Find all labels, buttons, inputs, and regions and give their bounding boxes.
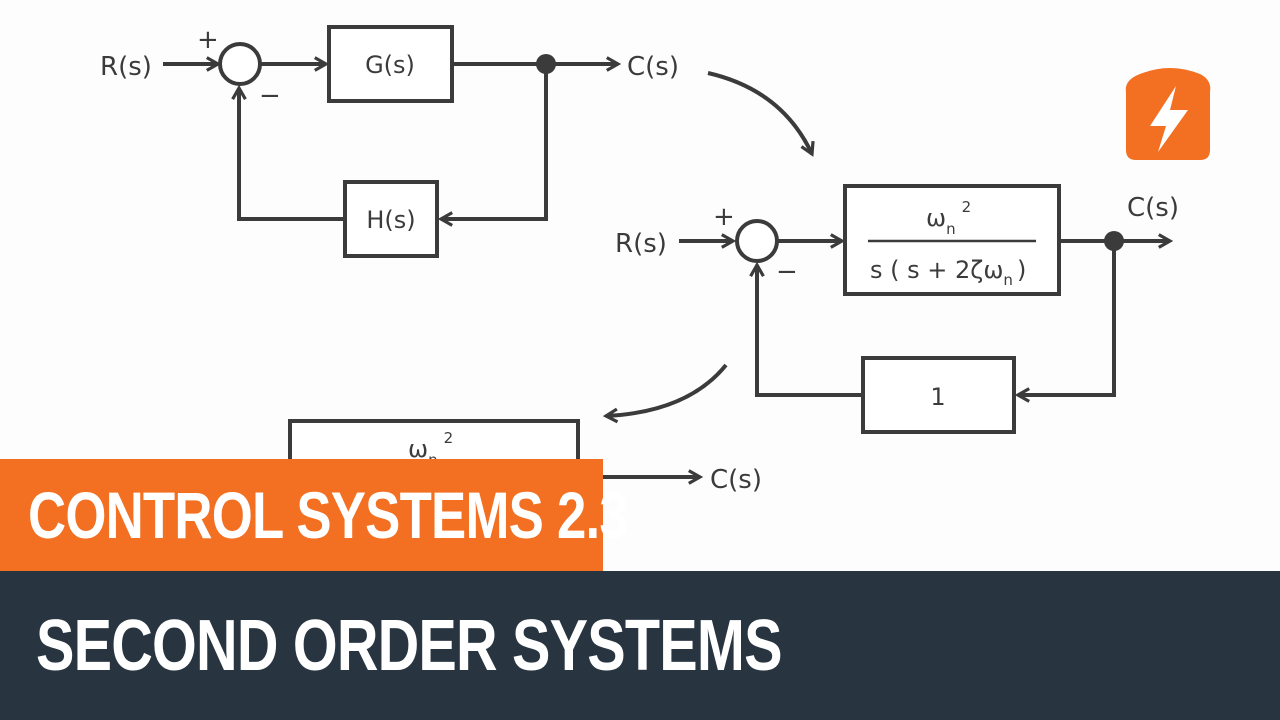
d1-minus-sign: − [259,81,281,111]
d2-feedback-wire-in [1014,241,1116,403]
d2-summing-junction [735,219,779,263]
d1-feedback-label: H(s) [366,206,415,234]
d2-minus-sign: − [776,257,798,287]
diagram-general-feedback: R(s) + − G(s) C(s) H(s) [100,25,679,258]
d2-denominator: s ( s + 2ζωn) [870,256,1026,289]
d2-output-label: C(s) [1127,193,1179,223]
d2-numerator: ωn2 [926,198,971,238]
d2-feedback-wire-out [749,261,863,397]
curved-arrow-2 [602,363,728,424]
d1-input-label: R(s) [100,52,152,82]
d1-summing-junction [218,42,262,86]
diagram-second-order-loop: R(s) + − ωn2 s ( s + 2ζωn) C(s) 1 [615,184,1179,434]
d2-input-label: R(s) [615,229,667,259]
d3-output-label: C(s) [710,465,762,495]
video-subtitle: SECOND ORDER SYSTEMS [36,605,783,686]
d1-forward-label: G(s) [365,51,415,79]
video-title: CONTROL SYSTEMS 2.3 [28,478,629,552]
d2-plus-sign: + [713,202,735,232]
d1-feedback-wire-in [437,64,548,227]
curved-arrow-1 [707,71,815,157]
d2-feedback-label: 1 [930,383,945,411]
subtitle-banner: SECOND ORDER SYSTEMS [0,571,1280,720]
d1-feedback-wire-out [231,84,345,221]
d1-output-label: C(s) [627,52,679,82]
logo [1125,68,1211,160]
d1-plus-sign: + [197,25,219,55]
lightning-bolt-icon [1150,86,1188,152]
d1-feedback-block [343,180,439,258]
title-banner: CONTROL SYSTEMS 2.3 [0,459,629,571]
